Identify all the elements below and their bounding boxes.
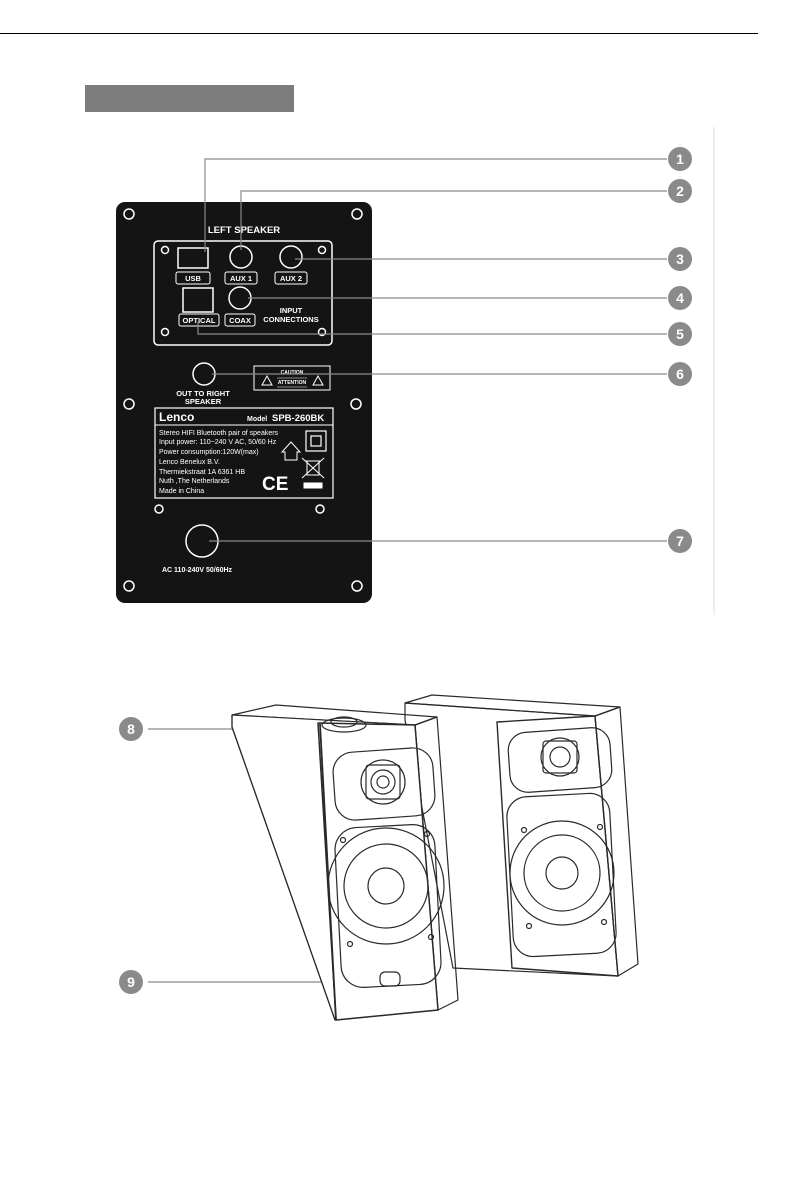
class-ii-icon bbox=[305, 430, 327, 452]
aux2-label: AUX 2 bbox=[280, 274, 302, 283]
callout-number: 1 bbox=[676, 151, 684, 167]
callout-number: 3 bbox=[676, 251, 684, 267]
rating-line: Input power: 110~240 V AC, 50/60 Hz bbox=[159, 439, 277, 446]
input-connections-label-1: INPUT bbox=[280, 306, 303, 315]
warning-triangle-icon bbox=[312, 374, 324, 386]
callout-badge-6 bbox=[668, 362, 692, 386]
screw-hole-icon bbox=[351, 580, 363, 592]
screw-hole-icon bbox=[123, 580, 135, 592]
screw-hole-icon bbox=[351, 208, 363, 220]
rating-line: Made in China bbox=[159, 488, 204, 495]
callout-number: 5 bbox=[676, 326, 684, 342]
rating-line: Stereo HIFI Bluetooth pair of speakers bbox=[159, 430, 279, 437]
rating-plate: Lenco Model SPB-260BK Stereo HIFI Blueto… bbox=[154, 407, 334, 499]
input-connections-label-2: CONNECTIONS bbox=[263, 315, 318, 324]
warning-attention: ATTENTION bbox=[278, 380, 307, 386]
header-rule bbox=[0, 33, 758, 34]
screw-hole-icon bbox=[317, 327, 327, 337]
optical-port bbox=[182, 287, 214, 313]
model-number: SPB-260BK bbox=[272, 413, 324, 424]
usb-port bbox=[177, 247, 209, 269]
callout-lines bbox=[148, 158, 667, 983]
section-heading-bar bbox=[85, 85, 294, 112]
callout-badge-3 bbox=[668, 247, 692, 271]
coax-label: COAX bbox=[229, 316, 251, 325]
out-to-right-label-2: SPEAKER bbox=[185, 397, 222, 406]
right-speaker bbox=[404, 694, 639, 977]
callout-number: 2 bbox=[676, 183, 684, 199]
panel-title: LEFT SPEAKER bbox=[208, 225, 280, 236]
usb-label: USB bbox=[185, 274, 201, 283]
ce-mark: CE bbox=[262, 474, 288, 495]
rating-line: Nuth ,The Netherlands bbox=[159, 478, 230, 485]
screw-hole-icon bbox=[315, 504, 325, 514]
warning-triangle-icon bbox=[261, 374, 273, 386]
model-prefix: Model bbox=[247, 416, 267, 423]
screw-hole-icon bbox=[317, 245, 327, 255]
screw-hole-icon bbox=[123, 208, 135, 220]
aux1-label: AUX 1 bbox=[230, 274, 252, 283]
callout-badge-7 bbox=[668, 529, 692, 553]
rating-line: Lenco Benelux B.V. bbox=[159, 459, 220, 466]
warning-label: CAUTION ATTENTION bbox=[253, 365, 331, 391]
callout-badge-9 bbox=[119, 970, 143, 994]
screw-hole-icon bbox=[123, 398, 135, 410]
rating-line: Power consumption:120W(max) bbox=[159, 449, 259, 456]
rear-panel: LEFT SPEAKER USB AUX 1 AUX 2 OPTICAL COA… bbox=[116, 202, 372, 603]
screw-hole-icon bbox=[350, 398, 362, 410]
out-to-right-label-1: OUT TO RIGHT bbox=[176, 389, 230, 398]
callout-badge-1 bbox=[668, 147, 692, 171]
callout-number: 4 bbox=[676, 290, 684, 306]
callout-badge-8 bbox=[119, 717, 143, 741]
aux2-jack bbox=[279, 245, 303, 269]
screw-hole-icon bbox=[154, 504, 164, 514]
optical-label: OPTICAL bbox=[183, 316, 216, 325]
callout-number: 7 bbox=[676, 533, 684, 549]
speakers-illustration bbox=[231, 694, 639, 1021]
warning-caution: CAUTION bbox=[281, 370, 304, 376]
weee-bin-icon bbox=[301, 457, 325, 489]
indoor-use-icon bbox=[280, 441, 302, 461]
screw-hole-icon bbox=[160, 245, 170, 255]
screw-hole-icon bbox=[160, 327, 170, 337]
callout-number: 6 bbox=[676, 366, 684, 382]
callout-number: 8 bbox=[127, 721, 135, 737]
callout-badge-5 bbox=[668, 322, 692, 346]
brand-logo: Lenco bbox=[159, 410, 194, 424]
callout-number: 9 bbox=[127, 974, 135, 990]
ir-receiver-window bbox=[379, 971, 401, 987]
callout-badges: 1 2 3 4 5 6 7 8 9 bbox=[119, 147, 692, 994]
ac-label: AC 110-240V 50/60Hz bbox=[162, 567, 233, 574]
callout-badge-4 bbox=[668, 286, 692, 310]
left-speaker bbox=[231, 704, 459, 1021]
rating-line: Thermiekstraat 1A 6361 HB bbox=[159, 469, 245, 476]
input-connections-frame bbox=[153, 240, 333, 346]
callout-badge-2 bbox=[668, 179, 692, 203]
